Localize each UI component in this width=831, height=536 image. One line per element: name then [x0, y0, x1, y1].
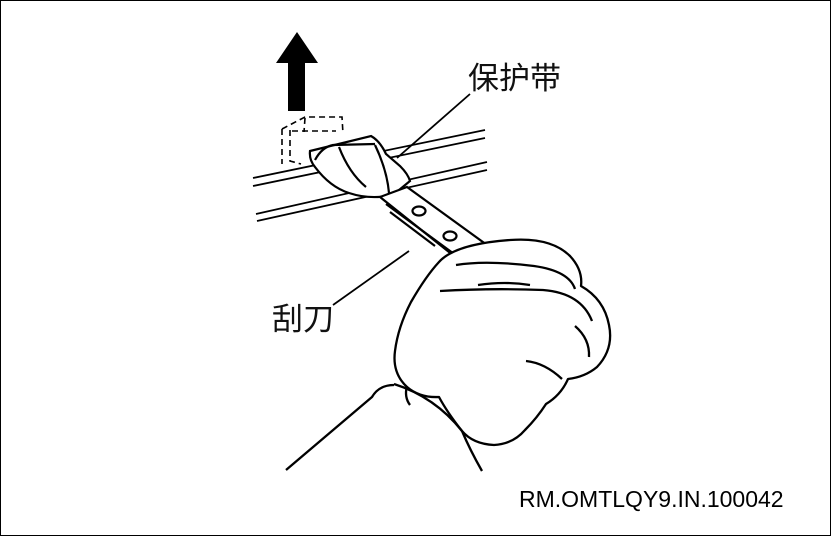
dashed-tape-outline — [281, 116, 344, 165]
up-arrow-icon — [276, 32, 318, 111]
hand-illustration — [285, 238, 612, 471]
protective-tape-leader — [396, 93, 471, 159]
leader-lines — [332, 93, 471, 306]
protective-tape-label: 保护带 — [468, 61, 561, 97]
protective-tape-shape — [308, 134, 412, 199]
scraper-leader — [332, 250, 410, 306]
scraper-label: 刮刀 — [272, 302, 334, 338]
sleeve-outline — [393, 382, 483, 472]
document-code: RM.OMTLQY9.IN.100042 — [519, 486, 784, 512]
